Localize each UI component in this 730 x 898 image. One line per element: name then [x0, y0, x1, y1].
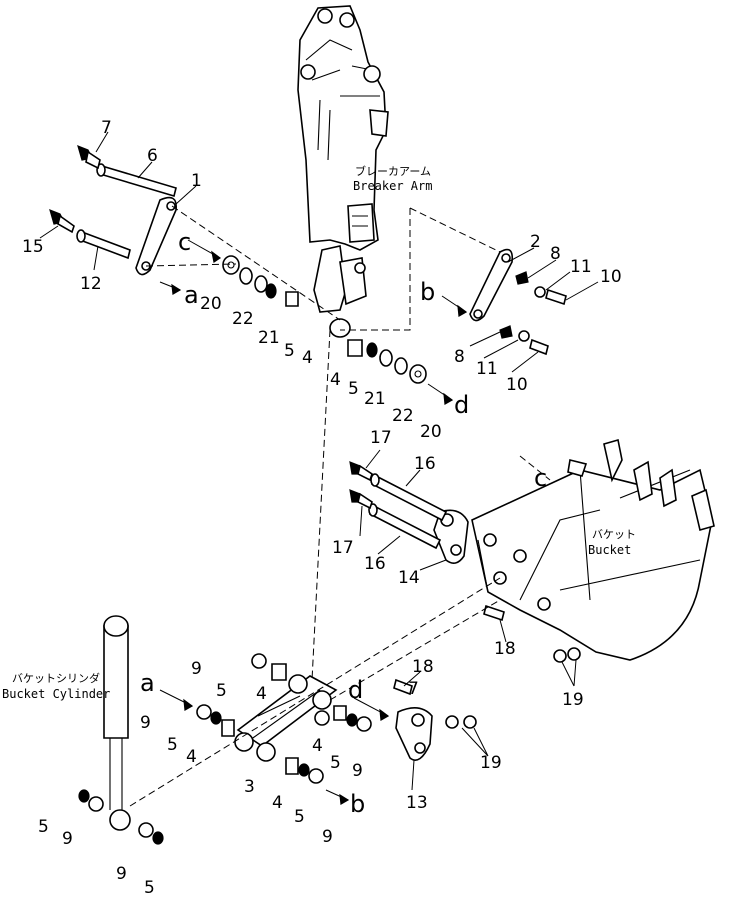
- label-5-b: 5: [167, 735, 178, 755]
- label-20-left: 20: [200, 294, 222, 314]
- label-5-d: 5: [294, 807, 305, 827]
- ref-d-right: d: [454, 391, 469, 419]
- label-7-lower: 7: [408, 679, 419, 699]
- component-labels: ブレーカアーム Breaker Arm バケット Bucket バケットシリンダ…: [2, 164, 636, 701]
- breaker-arm: [297, 5, 389, 338]
- h-link-3: [234, 674, 338, 762]
- label-7: 7: [101, 118, 112, 138]
- breaker-arm-en: Breaker Arm: [353, 179, 432, 193]
- bucket-jp: バケット: [592, 528, 636, 541]
- ref-a-cylinder: a: [140, 669, 155, 697]
- label-17-upper: 17: [370, 428, 392, 448]
- lower-washers: [78, 653, 372, 845]
- label-10-upper: 10: [600, 267, 622, 287]
- label-4-right: 4: [330, 370, 341, 390]
- pin-16-lower: [368, 503, 442, 550]
- bolts-18-19-bucket: [483, 604, 581, 663]
- label-21-right: 21: [364, 389, 386, 409]
- label-2: 2: [530, 232, 541, 252]
- ref-b-link: b: [350, 790, 365, 818]
- pin-16-upper: [370, 473, 448, 522]
- reference-letters: c a b d c a d b: [140, 228, 547, 818]
- label-19-lower: 19: [480, 753, 502, 773]
- label-4-d: 4: [272, 793, 283, 813]
- label-8-upper: 8: [550, 244, 561, 264]
- label-4-left: 4: [302, 348, 313, 368]
- label-19-bucket: 19: [562, 690, 584, 710]
- label-8-lower: 8: [454, 347, 465, 367]
- label-18-bucket: 18: [494, 639, 516, 659]
- pin-12: [76, 229, 131, 260]
- label-5-e: 5: [38, 817, 49, 837]
- label-9-d: 9: [322, 827, 333, 847]
- label-14: 14: [398, 568, 420, 588]
- ref-c-left: c: [178, 228, 191, 256]
- breaker-arm-jp: ブレーカアーム: [355, 164, 431, 178]
- link-13: [393, 678, 477, 761]
- left-washer-stack: [222, 255, 299, 307]
- grease-nipple-7: [77, 144, 101, 170]
- left-link-plate: [135, 196, 177, 276]
- label-3: 3: [244, 777, 255, 797]
- bucket-cylinder-en: Bucket Cylinder: [2, 687, 110, 701]
- label-11-lower: 11: [476, 359, 498, 379]
- grease-nipples-17: [349, 461, 373, 510]
- label-1: 1: [191, 171, 202, 191]
- label-20-right: 20: [420, 422, 442, 442]
- label-22-right: 22: [392, 406, 414, 426]
- label-9-e: 9: [62, 829, 73, 849]
- label-22-left: 22: [232, 309, 254, 329]
- label-17-lower: 17: [332, 538, 354, 558]
- ref-a-top: a: [184, 281, 199, 309]
- right-link-plate: [469, 248, 514, 322]
- label-11-upper: 11: [570, 257, 592, 277]
- ref-b-top: b: [420, 278, 435, 306]
- part-number-labels: 7 6 1 15 12 20 22 21 5 4 2 8 11 10 8 11 …: [22, 118, 622, 898]
- ref-d-link: d: [348, 676, 363, 704]
- label-5-right: 5: [348, 379, 359, 399]
- label-5-a: 5: [216, 681, 227, 701]
- label-18: 18: [412, 657, 434, 677]
- assembly-lines: [129, 205, 551, 807]
- bucket-cylinder: [103, 615, 131, 831]
- label-5-f: 5: [144, 878, 155, 898]
- label-4-c: 4: [312, 736, 323, 756]
- label-10-lower: 10: [506, 375, 528, 395]
- label-5-c: 5: [330, 753, 341, 773]
- pin-6: [96, 163, 177, 198]
- label-12: 12: [80, 274, 102, 294]
- label-4-a: 4: [256, 684, 267, 704]
- link-14: [433, 509, 469, 564]
- label-9-c: 9: [352, 761, 363, 781]
- direction-arrows: [159, 239, 468, 805]
- right-small-parts: [499, 271, 567, 356]
- label-4-b: 4: [186, 747, 197, 767]
- label-16-lower: 16: [364, 554, 386, 574]
- label-13: 13: [406, 793, 428, 813]
- bucket: [471, 438, 715, 661]
- label-16-upper: 16: [414, 454, 436, 474]
- label-15: 15: [22, 237, 44, 257]
- leader-lines: [39, 131, 599, 791]
- label-21-left: 21: [258, 328, 280, 348]
- label-9-b: 9: [140, 713, 151, 733]
- label-6: 6: [147, 146, 158, 166]
- grease-nipple-15: [49, 208, 75, 234]
- ref-c-bucket: c: [534, 464, 547, 492]
- label-9-f: 9: [116, 864, 127, 884]
- bucket-en: Bucket: [588, 543, 631, 557]
- label-5-left: 5: [284, 341, 295, 361]
- label-9-a: 9: [191, 659, 202, 679]
- right-washer-stack: [347, 339, 427, 384]
- bucket-cylinder-jp: バケットシリンダ: [12, 671, 100, 685]
